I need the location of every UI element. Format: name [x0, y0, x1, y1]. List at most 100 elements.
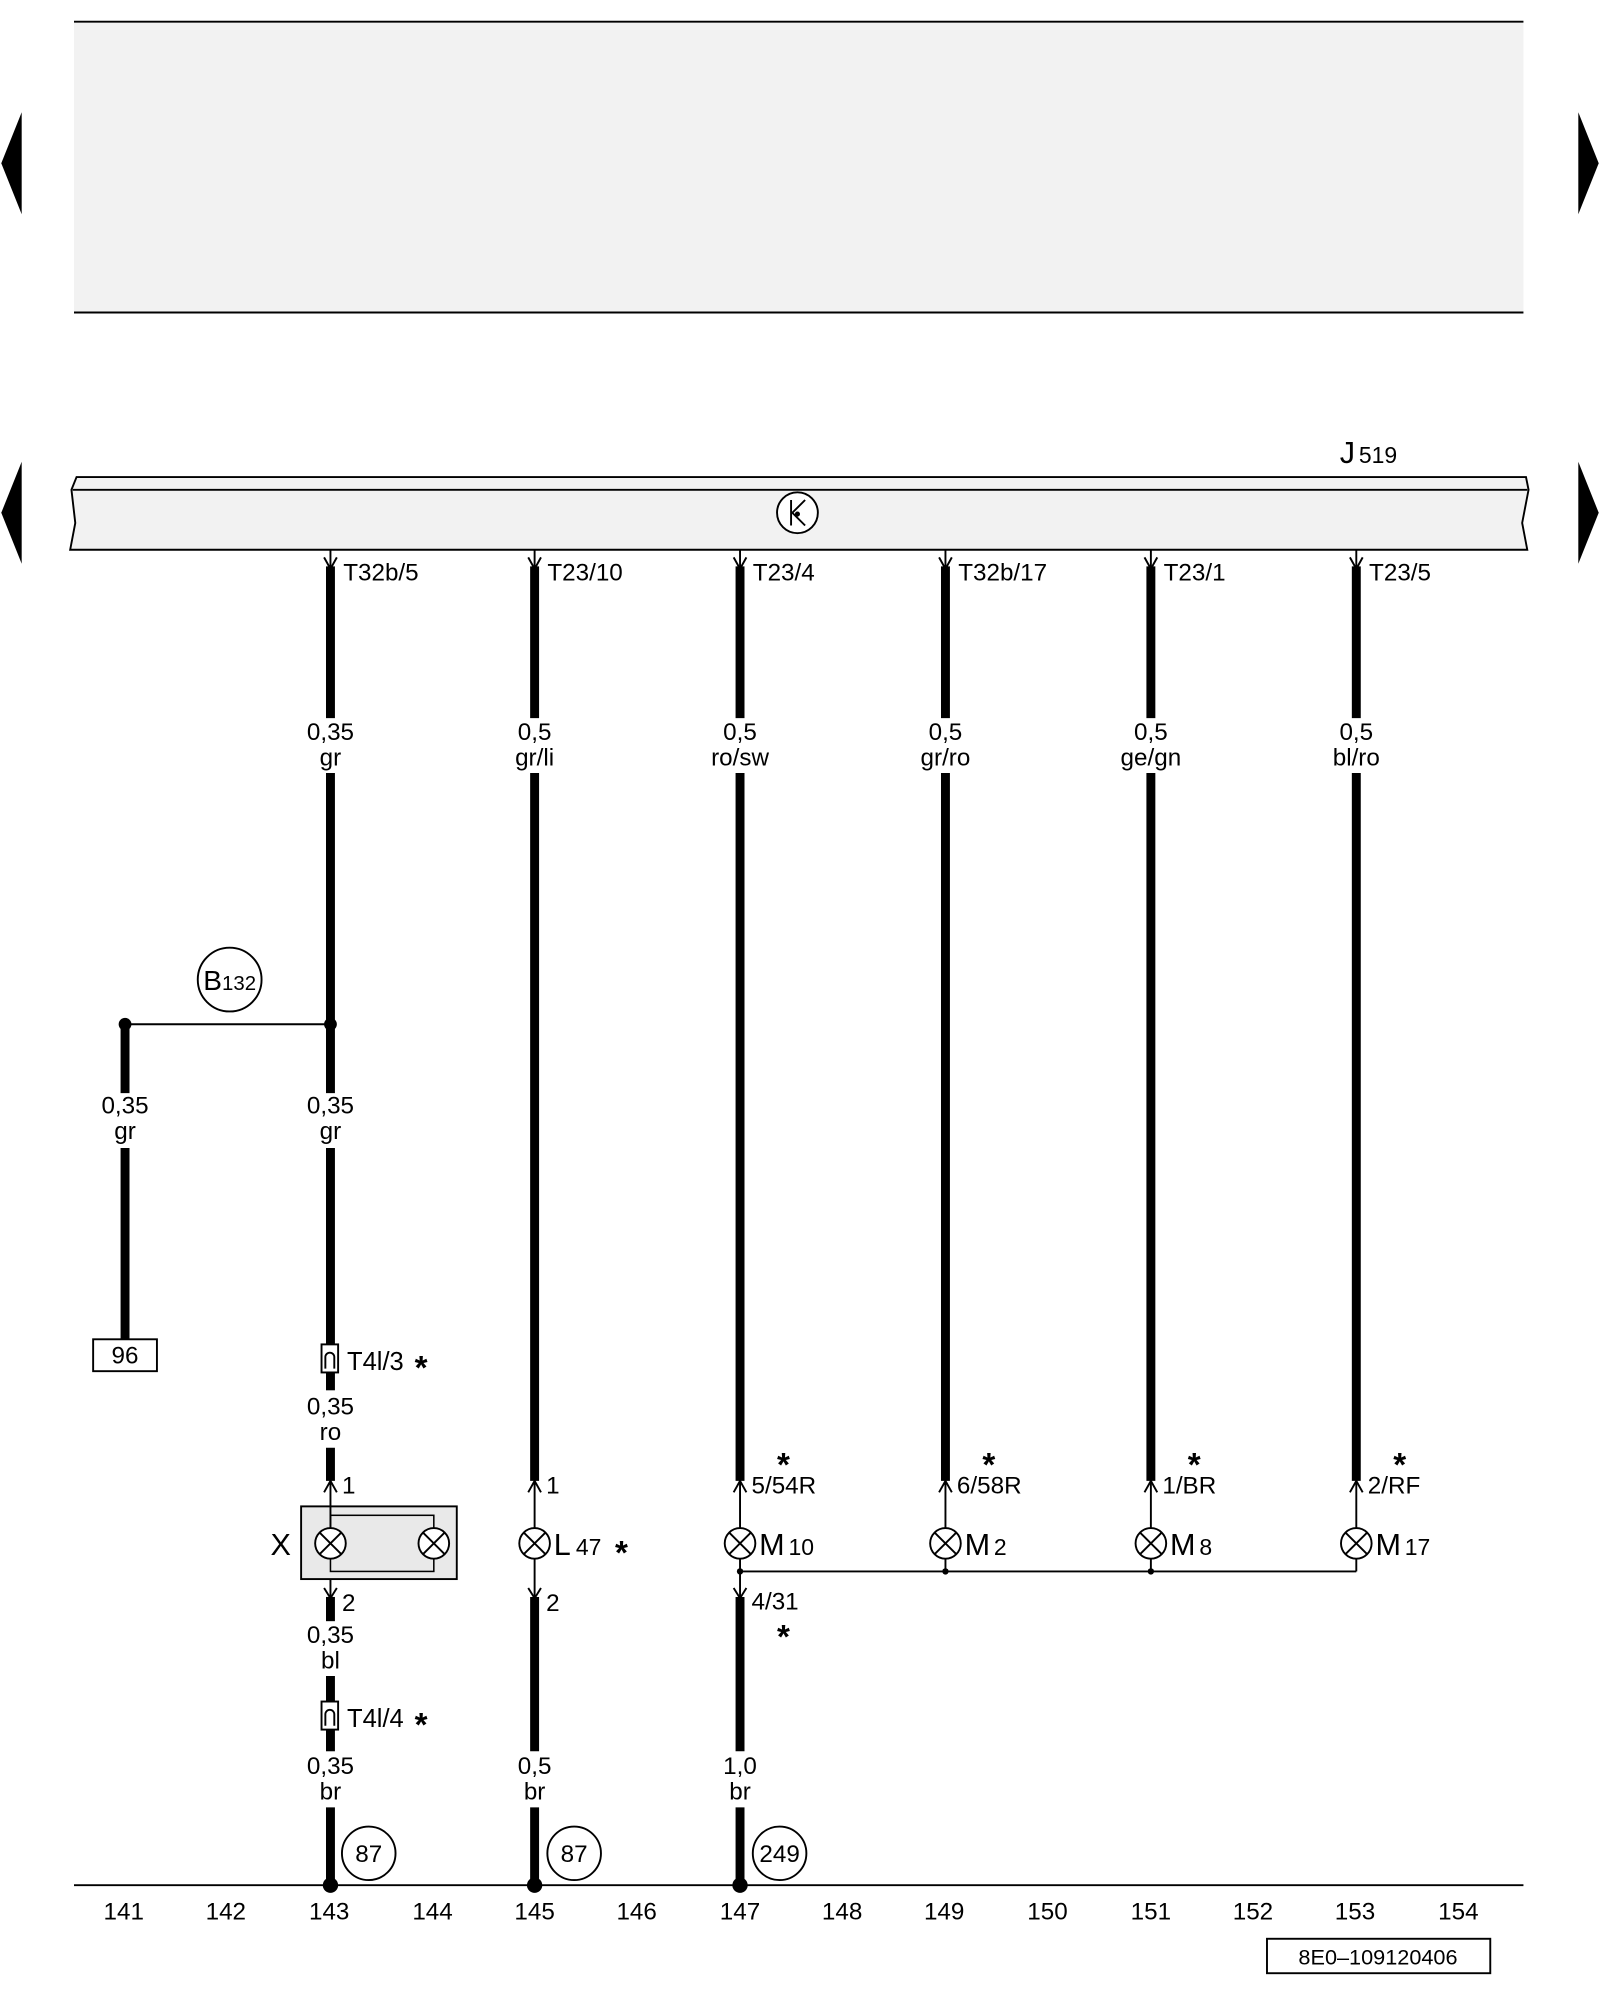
component-number: 2	[994, 1534, 1007, 1560]
connector-label: T23/4	[753, 559, 815, 586]
track-number: 151	[1131, 1899, 1171, 1926]
wire-size-label: 0,5	[518, 1753, 552, 1780]
pin-label: 1	[342, 1473, 355, 1500]
footnote-star: *	[415, 1707, 428, 1744]
connector-label: T32b/5	[343, 559, 418, 586]
component-letter: M	[965, 1528, 991, 1562]
current-track-numbers: 141 142 143 144 145 146 147 148 149 150 …	[104, 1899, 1479, 1926]
wire-size-label: 0,35	[307, 1622, 354, 1649]
bulb-icon	[1340, 1527, 1373, 1560]
pin-label: 6/58R	[957, 1473, 1022, 1500]
wire-color-label: gr/li	[515, 744, 554, 771]
wire-track-145-upper: T23/10 0,5 gr/li	[515, 549, 623, 771]
bulb-icon	[1134, 1527, 1168, 1560]
pin-label: 2/RF	[1368, 1473, 1420, 1500]
wire-color-label: ro	[320, 1419, 342, 1446]
pin-label: 4/31	[752, 1589, 799, 1616]
footnote-star: *	[1188, 1447, 1201, 1484]
junction-dot	[942, 1568, 949, 1575]
track-number: 154	[1438, 1899, 1478, 1926]
connector-housing-icon	[320, 1700, 340, 1731]
wire-track-143-lower: 0,35 gr T4l/3 * 0,35 ro 1	[270, 772, 458, 1893]
bulb-icon	[417, 1527, 451, 1560]
control-unit-number: 519	[1359, 442, 1397, 468]
k-diagnosis-icon	[776, 491, 819, 535]
track-number: 145	[514, 1899, 554, 1926]
bulb-icon	[314, 1527, 347, 1560]
footnote-star: *	[415, 1350, 428, 1387]
wire-color-label: bl/ro	[1333, 744, 1380, 771]
wire-size-label: 0,35	[307, 1394, 354, 1421]
junction-dot	[1147, 1568, 1155, 1575]
component-letter: L	[554, 1528, 571, 1562]
component-number: 17	[1405, 1534, 1431, 1560]
pin-label: 2	[546, 1590, 559, 1617]
next-page-arrow-icon[interactable]	[1578, 461, 1599, 564]
previous-page-arrow-icon[interactable]	[1, 112, 22, 215]
wire-size-label: 0,5	[1339, 719, 1373, 746]
document-code-box	[1266, 1937, 1492, 1975]
wire-size-label: 1,0	[723, 1753, 757, 1780]
wire-color-label: gr	[320, 1118, 342, 1145]
document-code: 8E0–109120406	[1266, 1937, 1492, 1975]
track-number: 150	[1027, 1899, 1067, 1926]
connector-label: T4l/3	[347, 1348, 404, 1376]
component-letter: M	[1170, 1528, 1196, 1562]
wire-track-153-upper: T23/5 0,5 bl/ro	[1333, 549, 1431, 771]
footnote-star: *	[982, 1447, 995, 1484]
common-return-line	[736, 1568, 1357, 1575]
track-number: 141	[104, 1899, 144, 1926]
ground-reference-badge	[751, 1825, 808, 1882]
junction-dot	[736, 1568, 744, 1575]
connector-label: T23/10	[547, 559, 622, 586]
component-label: X	[270, 1528, 290, 1562]
branch-label: B132	[203, 965, 256, 996]
wire-color-label: bl	[321, 1647, 340, 1674]
ground-reference-label: 87	[561, 1841, 588, 1868]
track-number: 143	[309, 1899, 349, 1926]
wire-track-149-upper: T32b/17 0,5 gr/ro	[921, 549, 1047, 771]
wire-color-label: gr/ro	[921, 744, 971, 771]
connector-label: T32b/17	[958, 559, 1047, 586]
reference-label: 96	[112, 1343, 139, 1370]
previous-page-arrow-icon[interactable]	[1, 461, 22, 564]
footnote-star: *	[615, 1535, 628, 1572]
bulb-icon	[929, 1527, 962, 1560]
connector-label: T23/1	[1164, 559, 1226, 586]
wire-track-147-upper: T23/4 0,5 ro/sw	[711, 549, 815, 771]
component-letter: M	[1375, 1528, 1401, 1562]
pin-label: 1/BR	[1162, 1473, 1216, 1500]
header-panel	[74, 20, 1524, 314]
wire-color-label: ge/gn	[1121, 744, 1182, 771]
wire-color-label: br	[729, 1779, 751, 1806]
wire-color-label: br	[320, 1779, 342, 1806]
junction-dot	[324, 1017, 337, 1031]
wire-size-label: 0,5	[723, 719, 757, 746]
wire-track-143-upper: T32b/5 0,35 gr	[307, 549, 419, 771]
branch-B132: B132 0,35 gr 96	[92, 946, 331, 1373]
track-number: 142	[206, 1899, 246, 1926]
branch-number: 132	[222, 973, 256, 995]
track-number: 148	[822, 1899, 862, 1926]
wire-color-label: gr	[320, 744, 342, 771]
component-letter: M	[759, 1528, 785, 1562]
ground-reference-badge	[546, 1825, 602, 1882]
wire-color-label: ro/sw	[711, 744, 769, 771]
header-panel-fill	[74, 21, 1524, 313]
next-page-arrow-icon[interactable]	[1578, 112, 1599, 215]
track-number: 147	[720, 1899, 760, 1926]
footnote-star: *	[777, 1619, 790, 1656]
connector-label: T23/5	[1369, 559, 1431, 586]
wire-size-label: 0,35	[307, 719, 354, 746]
pin-label: 2	[342, 1590, 355, 1617]
component-X	[300, 1505, 458, 1581]
footnote-star: *	[777, 1447, 790, 1484]
